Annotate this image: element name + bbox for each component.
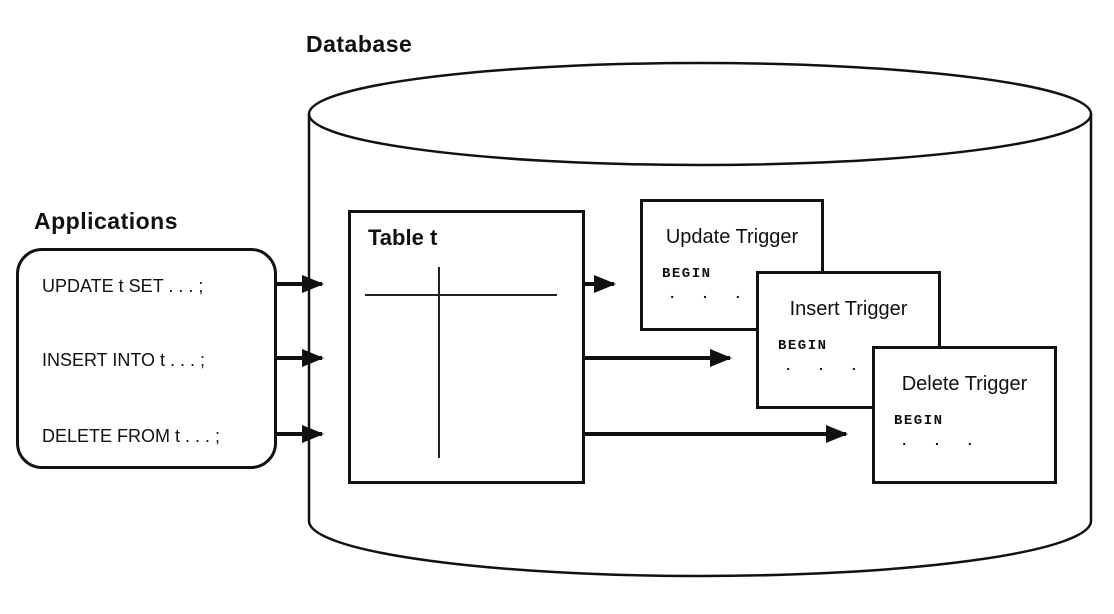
table-title: Table t xyxy=(368,225,438,250)
delete-trigger-begin: BEGIN xyxy=(894,413,944,429)
update-trigger-title: Update Trigger xyxy=(665,226,799,248)
delete-trigger-title: Delete Trigger xyxy=(901,373,1028,395)
applications-label: Applications xyxy=(34,208,179,234)
table-grid-vertical-line xyxy=(438,267,440,458)
delete-trigger-dots: . . . xyxy=(900,434,975,450)
insert-trigger-box: Insert Trigger BEGIN . . . xyxy=(756,271,941,409)
applications-box: UPDATE t SET . . . ; INSERT INTO t . . .… xyxy=(16,248,277,469)
delete-trigger-box: Delete Trigger BEGIN . . . xyxy=(872,346,1057,484)
insert-trigger-begin: BEGIN xyxy=(778,338,828,354)
update-trigger-box: Update Trigger BEGIN . . . xyxy=(640,199,824,331)
sql-statement-insert: INSERT INTO t . . . ; xyxy=(42,350,206,370)
database-cylinder-icon xyxy=(307,61,1093,578)
sql-statement-update: UPDATE t SET . . . ; xyxy=(42,276,204,296)
insert-trigger-title: Insert Trigger xyxy=(789,298,908,320)
table-grid-horizontal-line xyxy=(365,294,557,296)
database-label: Database xyxy=(306,31,413,57)
table-box: Table t xyxy=(348,210,585,484)
sql-statement-delete: DELETE FROM t . . . ; xyxy=(42,426,221,446)
insert-trigger-dots: . . . xyxy=(784,359,859,375)
update-trigger-dots: . . . xyxy=(668,287,743,303)
update-trigger-begin: BEGIN xyxy=(662,266,712,282)
